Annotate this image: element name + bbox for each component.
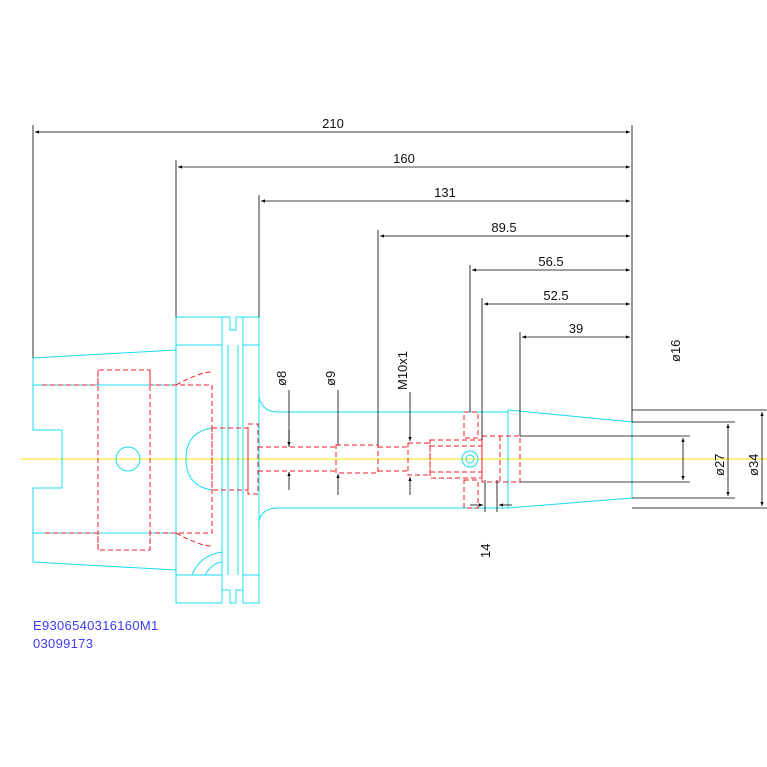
dim-thread-label: M10x1 (395, 351, 410, 390)
dim-dia34-label: ø34 (746, 454, 761, 476)
dim-39-label: 39 (569, 321, 583, 336)
dim-131-label: 131 (434, 185, 456, 200)
dim-dia9-label: ø9 (323, 371, 338, 386)
dim-52-5-label: 52.5 (543, 288, 568, 303)
dim-89-5-label: 89.5 (491, 220, 516, 235)
hidden-features (42, 369, 521, 551)
part-outline (32, 316, 633, 604)
order-code-text: 03099173 (33, 636, 94, 651)
dimension-lines (32, 125, 767, 512)
dim-160-label: 160 (393, 151, 415, 166)
dim-dia27-label: ø27 (712, 454, 727, 476)
dim-14-label: 14 (478, 544, 493, 558)
part-code-text: E9306540316160M1 (33, 618, 159, 633)
dim-dia8-label: ø8 (274, 371, 289, 386)
dim-56-5-label: 56.5 (538, 254, 563, 269)
dim-210-label: 210 (322, 116, 344, 131)
dim-dia16-label: ø16 (668, 340, 683, 362)
